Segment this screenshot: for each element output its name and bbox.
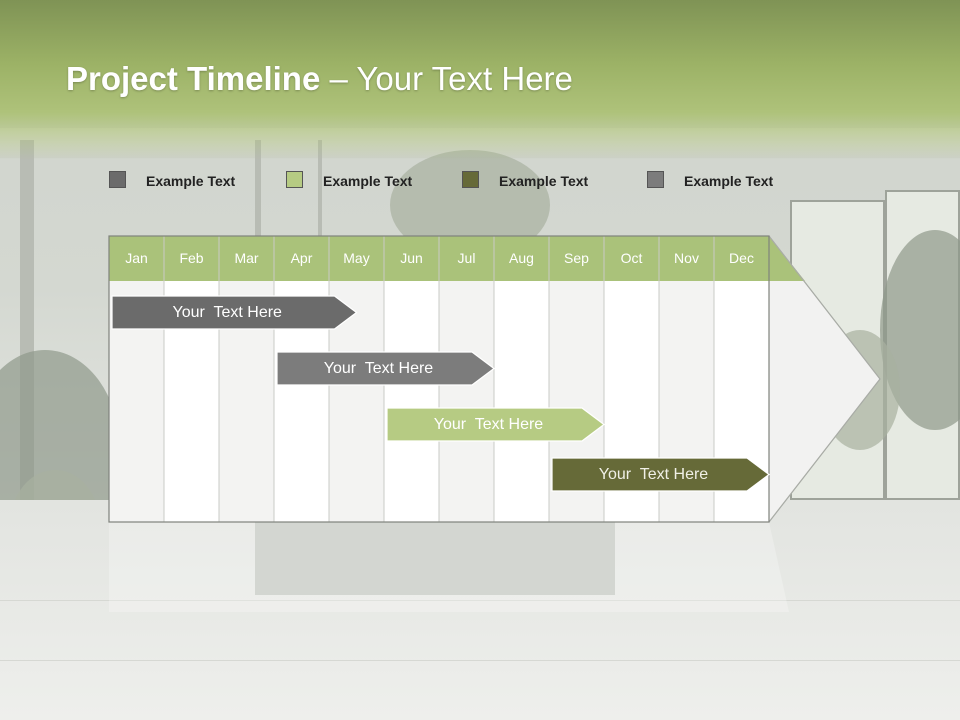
month-column xyxy=(384,281,439,522)
month-label-apr: Apr xyxy=(290,250,313,266)
task-bar-label: Your Text Here xyxy=(172,304,282,321)
legend-label: Example Text xyxy=(499,173,589,189)
legend-label: Example Text xyxy=(146,173,236,189)
legend-label: Example Text xyxy=(323,173,413,189)
legend-label: Example Text xyxy=(684,173,774,189)
month-label-oct: Oct xyxy=(620,250,643,266)
floor-line xyxy=(0,660,960,661)
task-bar xyxy=(551,457,770,492)
month-label-sep: Sep xyxy=(564,250,589,266)
task-bar xyxy=(111,295,358,330)
counter xyxy=(255,520,615,595)
month-label-may: May xyxy=(343,250,370,266)
legend-swatch xyxy=(647,171,664,188)
header-band xyxy=(0,0,960,160)
month-label-aug: Aug xyxy=(509,250,534,266)
task-bar-label: Your Text Here xyxy=(598,466,709,483)
task-bar-label: Your Text Here xyxy=(323,360,434,377)
task-bar xyxy=(386,407,605,442)
arrow-reflection xyxy=(109,522,789,612)
page-title: Project Timeline – Your Text Here xyxy=(66,60,573,98)
month-label-feb: Feb xyxy=(179,250,204,266)
month-column xyxy=(439,281,494,522)
pillar xyxy=(255,140,261,240)
arrow-tip-outline xyxy=(768,235,881,523)
month-label-jan: Jan xyxy=(125,250,148,266)
legend-swatch xyxy=(109,171,126,188)
month-label-dec: Dec xyxy=(729,250,754,266)
task-bar xyxy=(276,351,495,386)
month-label-jun: Jun xyxy=(400,250,423,266)
title-bold: Project Timeline xyxy=(66,60,321,97)
task-bar-label: Your Text Here xyxy=(433,416,544,433)
month-label-mar: Mar xyxy=(234,250,259,266)
month-band xyxy=(109,236,805,281)
title-rest: – Your Text Here xyxy=(320,60,573,97)
month-label-nov: Nov xyxy=(674,250,699,266)
month-column xyxy=(494,281,549,522)
pillar xyxy=(318,140,322,240)
month-label-jul: Jul xyxy=(457,250,476,266)
timeline-border xyxy=(108,235,770,523)
legend-swatch xyxy=(462,171,479,188)
floor-line xyxy=(0,600,960,601)
legend-swatch xyxy=(286,171,303,188)
